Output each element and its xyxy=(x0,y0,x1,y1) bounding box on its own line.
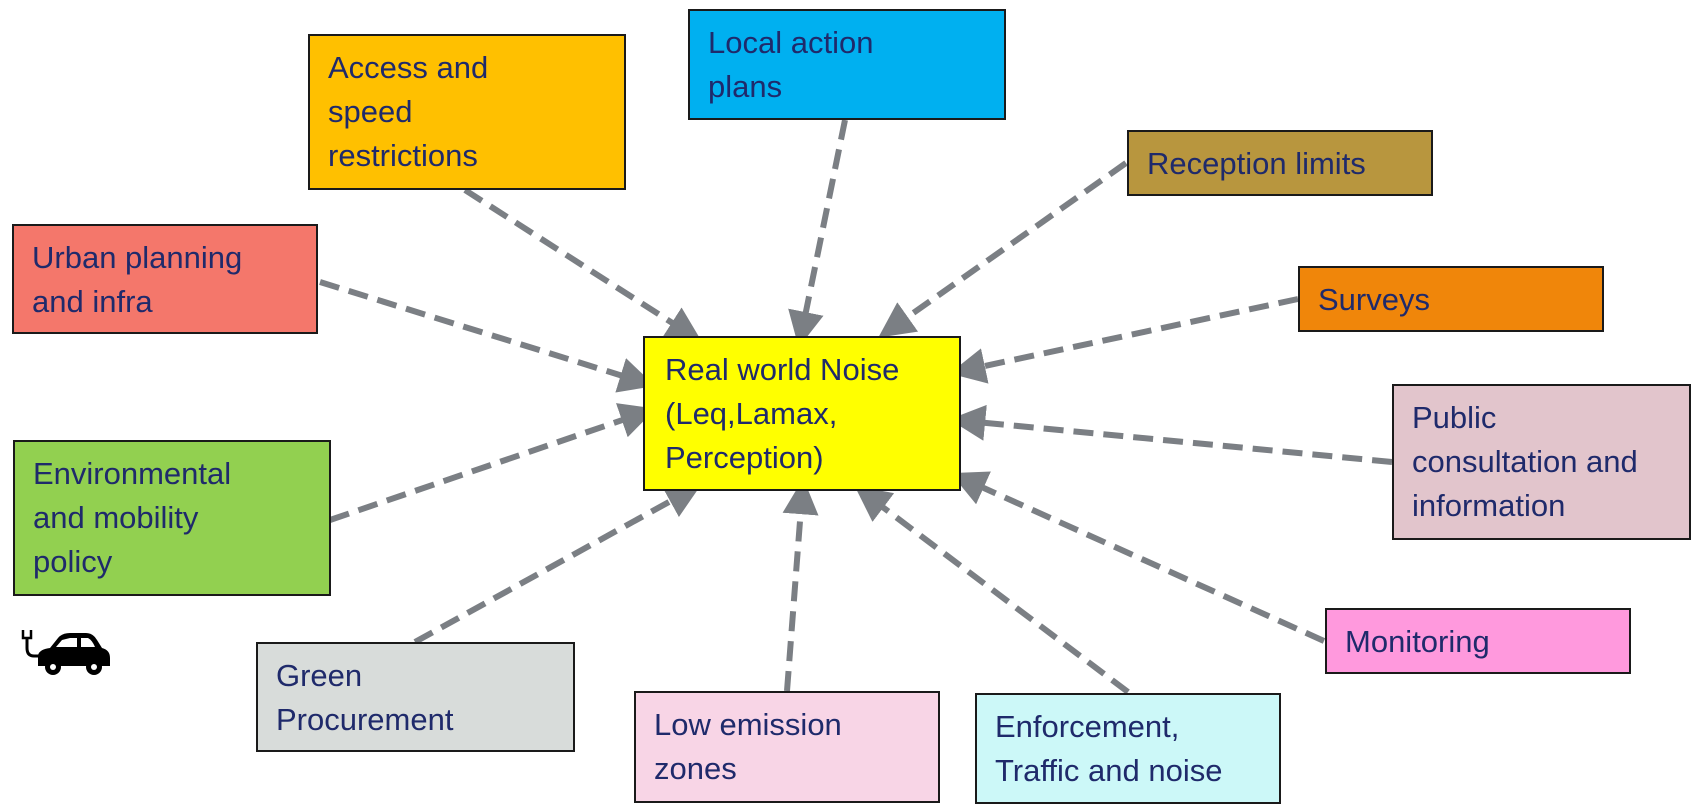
connector-arrow-local-action-plans xyxy=(788,119,848,348)
node-reception-limits: Reception limits xyxy=(1127,130,1433,196)
node-access-speed-restrictions: Access and speed restrictions xyxy=(308,34,626,190)
node-local-action-plans: Local action plans xyxy=(688,9,1006,120)
node-low-emission-zones: Low emission zones xyxy=(634,691,940,803)
node-urban-planning-infra: Urban planning and infra xyxy=(12,224,318,334)
connector-arrow-monitoring xyxy=(950,471,1326,644)
electric-car-icon xyxy=(21,630,110,675)
node-public-consultation: Public consultation and information xyxy=(1392,384,1691,540)
connector-arrow-environmental-mobility-policy xyxy=(329,403,656,523)
center-node: Real world Noise (Leq,Lamax, Perception) xyxy=(643,336,961,491)
node-environmental-mobility-policy: Environmental and mobility policy xyxy=(13,440,331,596)
connector-arrow-low-emission-zones xyxy=(782,478,819,692)
connector-arrow-public-consultation xyxy=(949,404,1393,465)
node-monitoring: Monitoring xyxy=(1325,608,1631,674)
node-surveys: Surveys xyxy=(1298,266,1604,332)
node-green-procurement: Green Procurement xyxy=(256,642,575,752)
connector-arrow-access-speed-restrictions xyxy=(463,187,703,343)
connector-arrow-surveys xyxy=(949,296,1299,384)
connector-arrow-enforcement-traffic-noise xyxy=(854,485,1130,695)
connector-arrow-reception-limits xyxy=(878,160,1128,338)
connector-arrow-green-procurement xyxy=(413,483,702,645)
connector-arrow-urban-planning-infra xyxy=(319,279,656,393)
node-enforcement-traffic-noise: Enforcement, Traffic and noise xyxy=(975,693,1281,804)
